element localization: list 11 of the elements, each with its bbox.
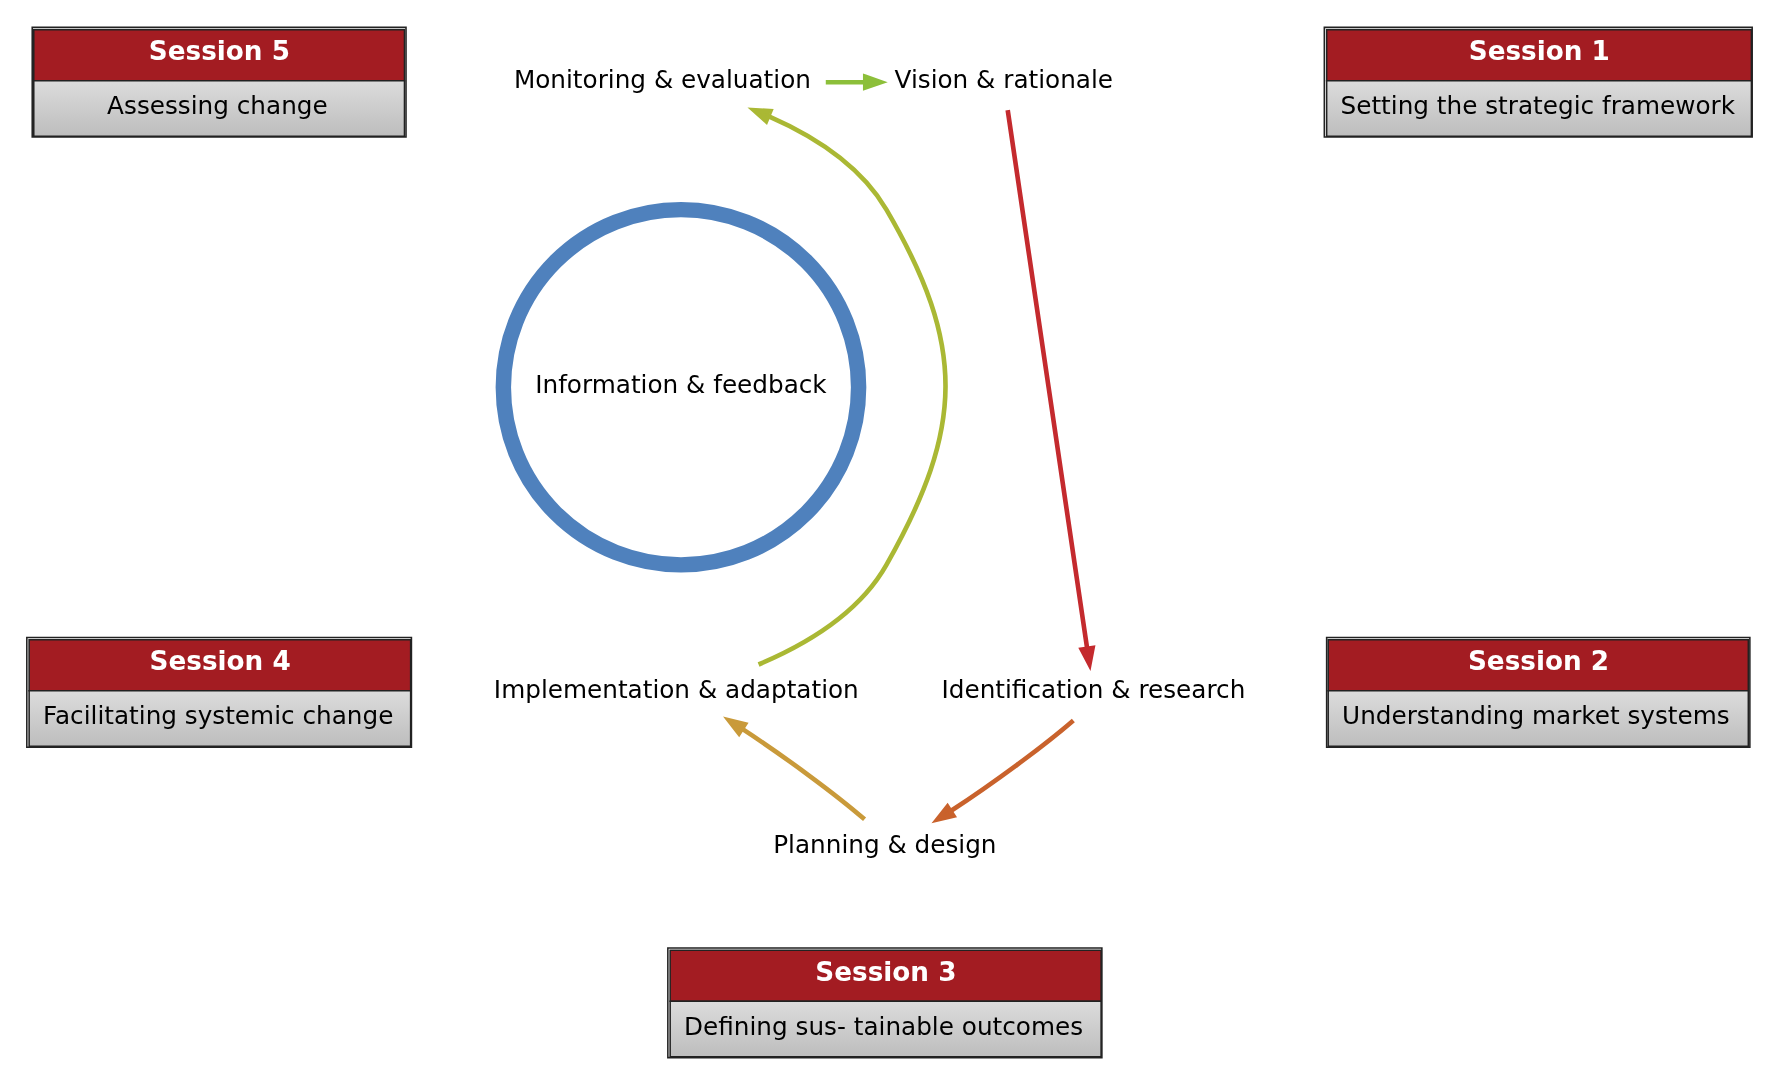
node-text: Monitoring & evaluation xyxy=(513,64,811,94)
arrow xyxy=(825,73,888,91)
arrow xyxy=(747,106,948,667)
node-text: Identification & research xyxy=(941,674,1246,704)
node-text: Implementation & adaptation xyxy=(493,674,859,704)
node-circle: Information & feedback xyxy=(495,201,867,573)
arrow xyxy=(723,716,867,821)
node-text: Vision & rationale xyxy=(894,64,1114,94)
node-text: Planning & design xyxy=(773,829,997,859)
arrow xyxy=(931,718,1075,823)
arrow xyxy=(1005,109,1096,671)
